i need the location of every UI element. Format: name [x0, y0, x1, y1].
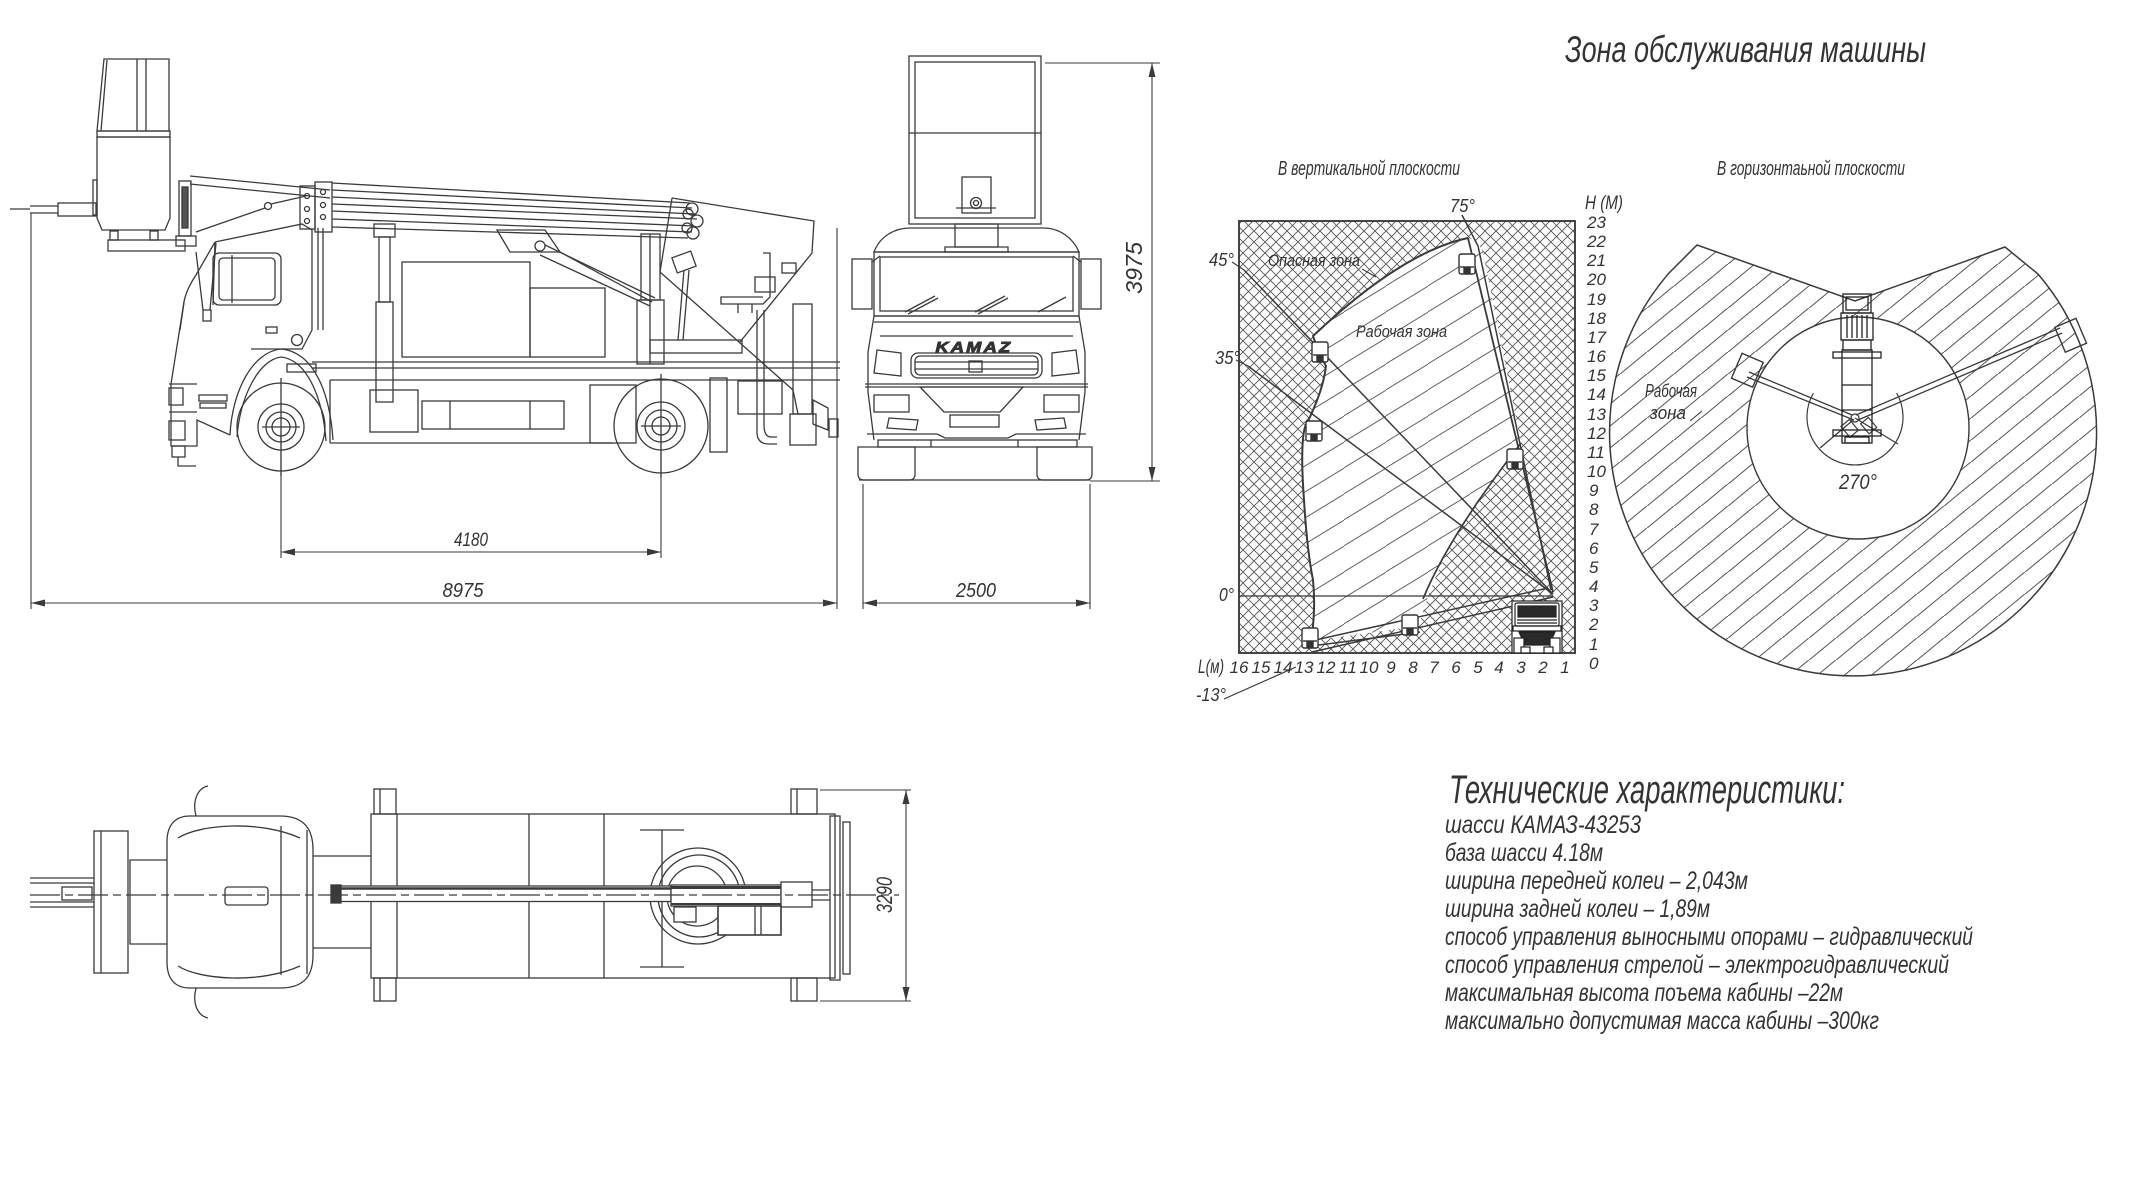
svg-text:17: 17 — [1587, 328, 1606, 347]
svg-text:Опасная зона: Опасная зона — [1268, 251, 1360, 270]
svg-text:12: 12 — [1587, 424, 1606, 443]
svg-text:35°: 35° — [1215, 348, 1240, 368]
svg-text:14: 14 — [1274, 658, 1293, 677]
svg-text:3: 3 — [1589, 596, 1599, 615]
svg-text:5: 5 — [1473, 658, 1483, 677]
svg-text:Зона обслуживания машины: Зона обслуживания машины — [1565, 29, 1926, 70]
svg-text:19: 19 — [1587, 290, 1606, 309]
svg-text:5: 5 — [1589, 558, 1599, 577]
svg-text:-13°: -13° — [1196, 685, 1226, 705]
svg-text:21: 21 — [1586, 251, 1606, 270]
svg-text:зона: зона — [1649, 403, 1686, 423]
svg-text:4: 4 — [1589, 577, 1598, 596]
svg-text:23: 23 — [1586, 213, 1606, 232]
svg-text:7: 7 — [1429, 658, 1439, 677]
svg-text:18: 18 — [1587, 309, 1606, 328]
svg-text:H (М): H (М) — [1585, 193, 1623, 214]
svg-text:8: 8 — [1408, 658, 1418, 677]
svg-text:L(м): L(м) — [1198, 657, 1224, 678]
svg-text:45°: 45° — [1209, 250, 1234, 270]
svg-text:3: 3 — [1516, 658, 1526, 677]
svg-text:максимальная высота поъема каб: максимальная высота поъема кабины –22м — [1445, 979, 1843, 1007]
svg-text:16: 16 — [1230, 658, 1249, 677]
svg-text:6: 6 — [1451, 658, 1461, 677]
svg-text:Рабочая зона: Рабочая зона — [1356, 322, 1447, 341]
svg-text:4: 4 — [1494, 658, 1503, 677]
svg-text:12: 12 — [1317, 658, 1336, 677]
svg-text:1: 1 — [1589, 635, 1598, 654]
svg-text:0: 0 — [1589, 654, 1599, 673]
svg-text:16: 16 — [1587, 347, 1606, 366]
svg-text:способ управления стрелой – эл: способ управления стрелой – электрогидра… — [1445, 951, 1949, 979]
svg-text:3975: 3975 — [1121, 242, 1147, 294]
svg-text:270°: 270° — [1838, 471, 1877, 494]
svg-text:шасси КАМАЗ-43253: шасси КАМАЗ-43253 — [1445, 811, 1641, 839]
svg-text:9: 9 — [1589, 481, 1599, 500]
svg-text:ширина передней колеи – 2,043м: ширина передней колеи – 2,043м — [1445, 867, 1748, 895]
svg-text:Рабочая: Рабочая — [1645, 381, 1697, 401]
svg-text:В горизонтаьной плоскости: В горизонтаьной плоскости — [1717, 158, 1905, 180]
svg-text:10: 10 — [1587, 462, 1606, 481]
svg-text:Технические характеристики:: Технические характеристики: — [1449, 768, 1845, 812]
svg-text:4180: 4180 — [454, 530, 488, 551]
svg-text:13: 13 — [1587, 405, 1606, 424]
svg-text:20: 20 — [1586, 270, 1606, 289]
svg-text:14: 14 — [1587, 385, 1606, 404]
svg-text:ширина задней колеи – 1,89м: ширина задней колеи – 1,89м — [1445, 895, 1710, 923]
svg-text:8: 8 — [1589, 500, 1599, 519]
svg-text:9: 9 — [1386, 658, 1396, 677]
svg-text:8975: 8975 — [443, 580, 485, 602]
svg-text:15: 15 — [1587, 366, 1606, 385]
svg-text:6: 6 — [1589, 539, 1599, 558]
svg-text:способ управления выносными оп: способ управления выносными опорами – ги… — [1445, 923, 1973, 951]
svg-text:2500: 2500 — [955, 580, 996, 602]
svg-text:максимально допустимая масса к: максимально допустимая масса кабины –300… — [1445, 1007, 1879, 1035]
svg-text:1: 1 — [1560, 658, 1569, 677]
svg-text:22: 22 — [1586, 232, 1606, 251]
svg-text:11: 11 — [1339, 658, 1357, 677]
svg-text:0°: 0° — [1219, 585, 1234, 605]
svg-text:15: 15 — [1252, 658, 1271, 677]
svg-text:13: 13 — [1295, 658, 1314, 677]
svg-text:2: 2 — [1537, 658, 1548, 677]
svg-text:10: 10 — [1360, 658, 1379, 677]
svg-text:база шасси 4.18м: база шасси 4.18м — [1445, 839, 1603, 867]
svg-text:11: 11 — [1587, 443, 1605, 462]
svg-text:KAMAZ: KAMAZ — [936, 339, 1013, 356]
svg-text:75°: 75° — [1450, 196, 1475, 216]
svg-text:2: 2 — [1588, 615, 1599, 634]
svg-text:7: 7 — [1589, 520, 1599, 539]
svg-text:В вертикальной плоскости: В вертикальной плоскости — [1278, 158, 1460, 180]
